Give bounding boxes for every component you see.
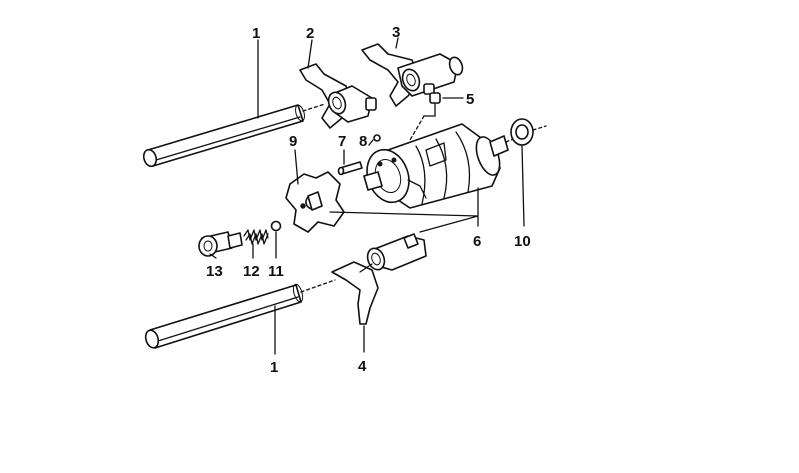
callout-10-bearing: 10 bbox=[514, 233, 531, 250]
callout-9-star-plate: 9 bbox=[289, 133, 297, 150]
shift-fork-4 bbox=[331, 233, 427, 325]
shift-fork-3 bbox=[361, 43, 464, 107]
shift-drum-6 bbox=[363, 123, 517, 209]
bearing-10 bbox=[510, 118, 547, 146]
callout-5-pin: 5 bbox=[466, 91, 474, 108]
shift-fork-2 bbox=[299, 63, 377, 129]
plug-screw-13 bbox=[198, 231, 243, 257]
callout-4-fork: 4 bbox=[358, 358, 367, 375]
guide-pin-5 bbox=[409, 92, 441, 141]
detent-ball-11 bbox=[270, 220, 282, 232]
callout-1-lower-rod: 1 bbox=[270, 359, 278, 376]
dowel-7 bbox=[337, 161, 363, 176]
leader-lines bbox=[209, 37, 525, 355]
callout-11-ball: 11 bbox=[268, 263, 284, 280]
callout-3-fork: 3 bbox=[392, 24, 400, 41]
callout-13-screw: 13 bbox=[206, 263, 223, 280]
spring-12 bbox=[243, 229, 269, 245]
star-plate-9 bbox=[285, 171, 345, 233]
callout-12-spring: 12 bbox=[243, 263, 260, 280]
callout-1-upper-rod: 1 bbox=[252, 25, 260, 42]
callout-6-shift-drum: 6 bbox=[473, 233, 481, 250]
upper-shift-rod bbox=[142, 103, 326, 168]
small-pin-8 bbox=[373, 134, 381, 142]
callout-8-small-pin: 8 bbox=[359, 133, 367, 150]
lower-shift-rod bbox=[144, 279, 336, 349]
callout-2-fork: 2 bbox=[306, 25, 314, 42]
callout-labels: 1 2 3 5 9 7 8 6 10 13 12 11 1 4 bbox=[206, 24, 531, 376]
callout-7-dowel: 7 bbox=[338, 133, 346, 150]
